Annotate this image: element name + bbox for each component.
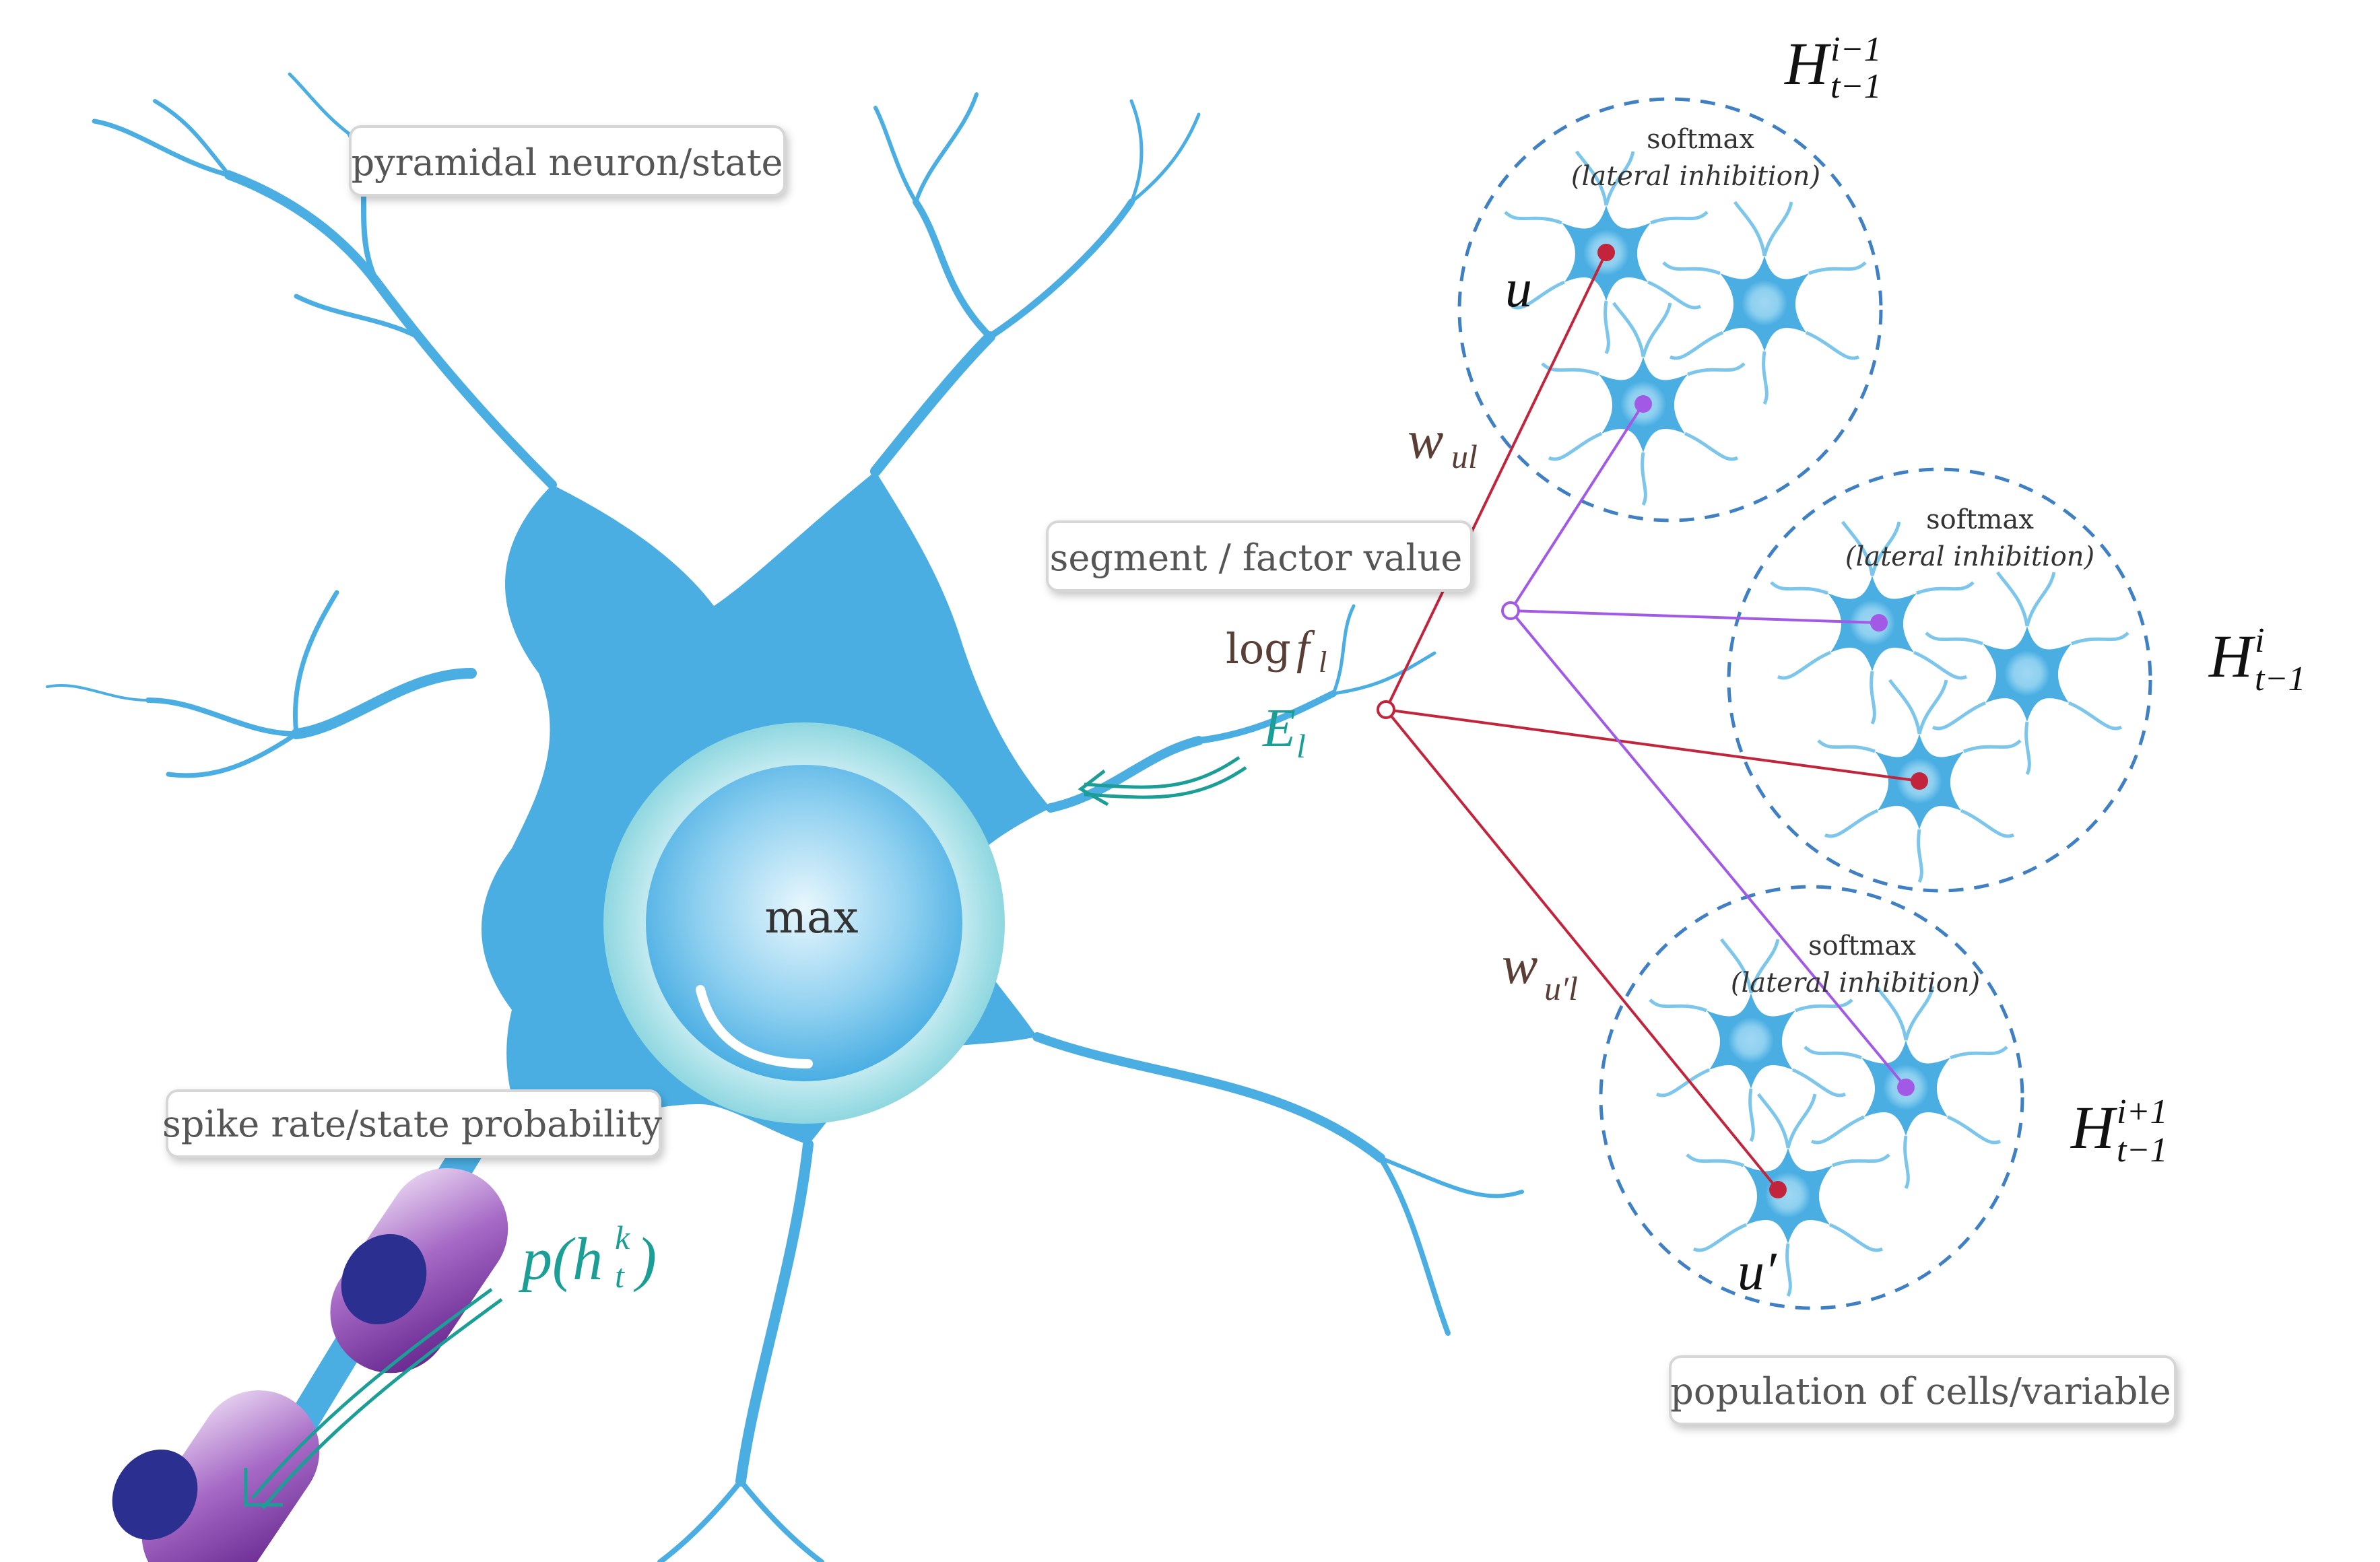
svg-text:i: i (2255, 621, 2264, 660)
svg-text:i+1: i+1 (2117, 1093, 2168, 1131)
pyramidal-label: pyramidal neuron/state (352, 141, 783, 184)
svg-text:t−1: t−1 (2117, 1131, 2168, 1169)
H-label-middle: H i t−1 (2208, 621, 2306, 698)
svg-text:i−1: i−1 (1830, 30, 1882, 69)
population-circle-bottom (1599, 885, 2024, 1310)
log-f-label: log f l (1226, 622, 1327, 679)
connections (1385, 252, 1920, 1191)
softmax-label: softmax (1926, 504, 2034, 535)
energy-arrow (1078, 755, 1247, 807)
svg-text:H: H (1784, 31, 1832, 98)
svg-text:t−1: t−1 (2255, 660, 2306, 698)
svg-text:t: t (615, 1257, 625, 1295)
population-circle-top (1457, 97, 1883, 522)
synapse-dots (1597, 244, 1928, 1198)
label-box-segment (1046, 520, 1473, 592)
u-prime-label: u′ (1738, 1242, 1777, 1301)
probability-label: p(h k t ) (518, 1219, 657, 1295)
soma (646, 765, 962, 1081)
dendrite-branches (46, 72, 1524, 1562)
H-label-bottom: H i+1 t−1 (2070, 1093, 2168, 1169)
softmax-labels: softmax (lateral inhibition) softmax (la… (1571, 124, 2094, 998)
segment-node-red (1377, 700, 1395, 719)
pyramidal-neuron: max (46, 72, 1524, 1562)
u-label: u (1505, 259, 1532, 318)
svg-text:p(h: p(h (518, 1226, 603, 1293)
probability-arrow (244, 1287, 503, 1509)
soma-label: max (764, 891, 858, 943)
softmax-label: softmax (1647, 124, 1754, 155)
population-label: population of cells/variable (1670, 1370, 2171, 1413)
svg-text:E: E (1262, 699, 1296, 758)
inhibition-label: (lateral inhibition) (1845, 541, 2094, 572)
segment-node-violet (1501, 601, 1520, 620)
spike-label: spike rate/state probability (162, 1103, 662, 1145)
svg-text:): ) (633, 1226, 657, 1293)
population-circles (1457, 97, 2152, 1310)
H-label-top: H i−1 t−1 (1784, 30, 1882, 106)
svg-text:t−1: t−1 (1830, 67, 1882, 106)
w-ul-label: w ul (1408, 411, 1478, 475)
svg-text:log: log (1226, 624, 1291, 673)
svg-text:H: H (2070, 1095, 2118, 1161)
softmax-label: softmax (1808, 930, 1916, 961)
population-names: H i−1 t−1 H i t−1 H i+1 t−1 (1784, 30, 2306, 1169)
label-box-pyramidal (349, 125, 786, 197)
label-box-spike (166, 1089, 661, 1158)
myelin-sheath (112, 1167, 508, 1562)
svg-text:l: l (1296, 727, 1306, 765)
w-upl-label: w u′l (1502, 936, 1578, 1007)
svg-text:w: w (1502, 936, 1538, 995)
inhibition-label: (lateral inhibition) (1731, 967, 1980, 998)
E-l-label: E l (1262, 699, 1306, 765)
svg-text:f: f (1296, 622, 1315, 674)
svg-text:w: w (1408, 411, 1443, 470)
svg-text:l: l (1319, 646, 1327, 679)
svg-text:k: k (615, 1219, 630, 1256)
svg-text:u′l: u′l (1544, 970, 1578, 1007)
inhibition-label: (lateral inhibition) (1571, 161, 1820, 192)
svg-text:ul: ul (1451, 438, 1478, 475)
cell (1687, 1094, 1889, 1296)
segment-label: segment / factor value (1050, 537, 1463, 579)
population-cells (1505, 151, 2128, 1296)
cell (1926, 572, 2128, 774)
svg-text:H: H (2208, 623, 2256, 690)
label-box-population (1669, 1355, 2177, 1425)
population-circle-middle (1727, 467, 2152, 893)
